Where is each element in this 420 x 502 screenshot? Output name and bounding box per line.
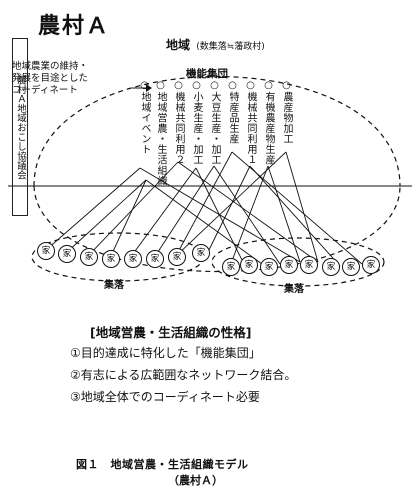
household-node: 家 [300,256,318,274]
coordination-line: コーディネート [12,85,78,96]
village-right-outline [211,237,385,287]
household-node: 家 [322,258,340,276]
group-label: ○小麦生産・加工 [191,80,202,165]
household-node: 家 [80,248,98,266]
characteristics-title: [地域営農・生活組織の性格] [90,325,252,340]
household-node: 家 [146,250,164,268]
group-label: ○農産物加工 [281,80,292,144]
coordination-note: 地域農業の維持・ 発展を目途とした コーディネート [12,61,140,97]
village-label-right: 集落 [284,284,304,295]
household-node: 家 [192,244,210,262]
coordination-line: 地域農業の維持・ [12,61,89,72]
household-node: 家 [102,250,120,268]
coordination-arrowhead [146,84,152,92]
characteristic-item: ②有志による広範囲なネットワーク結合。 [70,368,297,382]
group-label: ○地域イベント [139,80,150,155]
group-label: ○機械共同利用２ [173,80,184,165]
figure-subtitle: （農村Ａ） [168,474,223,487]
region-label: 地域 (数集落≒藩政村) [166,36,265,53]
household-node: 家 [124,250,142,268]
household-node: 家 [260,258,278,276]
region-title: 地域 [166,38,191,52]
region-dome-outline [33,75,401,187]
functional-group-label: 機能集団 [186,68,228,80]
figure-caption: 図１ 地域営農・生活組織モデル [76,458,249,471]
characteristic-item: ①目的達成に特化した「機能集団」 [70,346,261,360]
group-label: ○特産品生産 [227,80,238,144]
household-node: 家 [280,256,298,274]
household-node: 家 [168,248,186,266]
household-node: 家 [37,242,55,260]
diagram-title: 農村Ａ [38,14,111,39]
council-box: 農村Ａ地域おこし協議会 [12,38,28,216]
household-node: 家 [58,245,76,263]
group-label: ○大豆生産・加工 [209,80,220,165]
region-subtitle: (数集落≒藩政村) [196,42,265,52]
group-label: ○地域営農・生活組織 [155,80,166,186]
household-node: 家 [362,256,380,274]
network-links [45,151,363,267]
household-node: 家 [240,256,258,274]
group-label: ○有機農産物生産 [263,80,274,165]
village-label-left: 集落 [104,280,124,291]
characteristic-item: ③地域全体でのコーディネート必要 [70,390,260,404]
household-node: 家 [342,258,360,276]
group-label: ○機械共同利用１ [245,80,256,165]
coordination-line: 発展を目途とした [12,73,89,84]
household-node: 家 [222,258,240,276]
